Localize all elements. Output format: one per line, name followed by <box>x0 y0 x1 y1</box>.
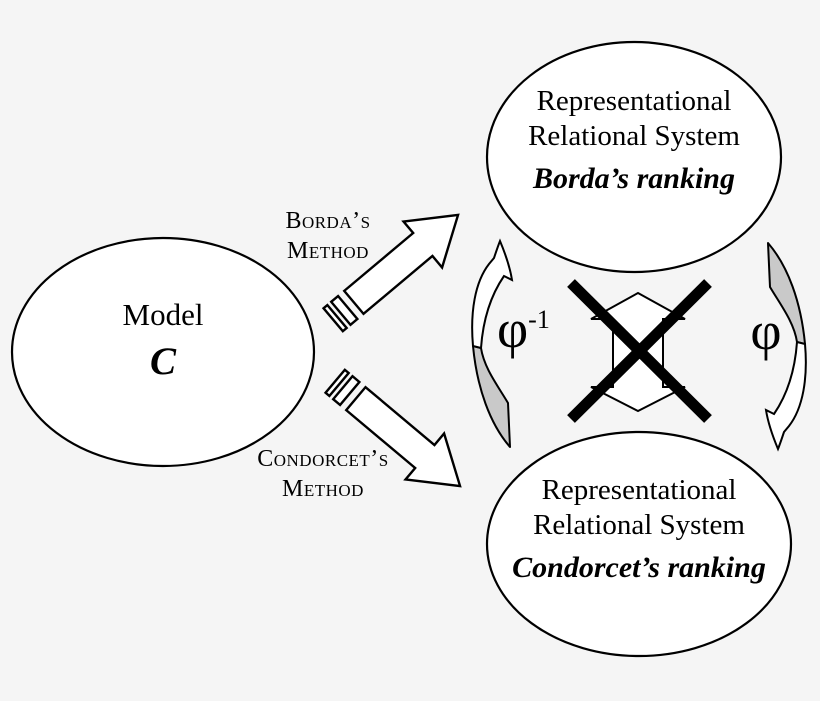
borda-system-line2: Relational System <box>528 120 740 152</box>
model-title: Model <box>122 297 204 332</box>
condorcet-system-label: Representational Relational System <box>492 473 786 543</box>
condorcet-method-label: Condorcet’s Method <box>241 444 405 504</box>
condorcet-system-ellipse <box>485 430 793 658</box>
borda-system-label: Representational Relational System <box>487 84 781 154</box>
borda-method-label: Borda’s Method <box>247 206 409 266</box>
phi-inverse-sup: -1 <box>528 305 550 334</box>
model-symbol: C <box>149 340 176 383</box>
phi-label: φ <box>750 301 782 361</box>
borda-system-line1: Representational <box>536 85 732 117</box>
borda-method-line2: Method <box>287 238 369 264</box>
condorcet-system-line1: Representational <box>541 474 737 506</box>
model-ellipse <box>10 236 316 468</box>
borda-ranking-label: Borda’s ranking <box>532 162 735 195</box>
phi-inverse-base: φ <box>497 299 529 359</box>
borda-method-line1: Borda’s <box>285 208 371 234</box>
condorcet-method-line2: Method <box>282 476 364 502</box>
condorcet-system-line2: Relational System <box>533 509 745 541</box>
borda-system-ellipse <box>485 40 783 274</box>
condorcet-ranking-label: Condorcet’s ranking <box>512 551 766 584</box>
condorcet-method-line1: Condorcet’s <box>257 446 389 472</box>
crossed-out-x-icon <box>567 279 712 423</box>
phi-inverse-label: φ-1 <box>497 302 550 356</box>
